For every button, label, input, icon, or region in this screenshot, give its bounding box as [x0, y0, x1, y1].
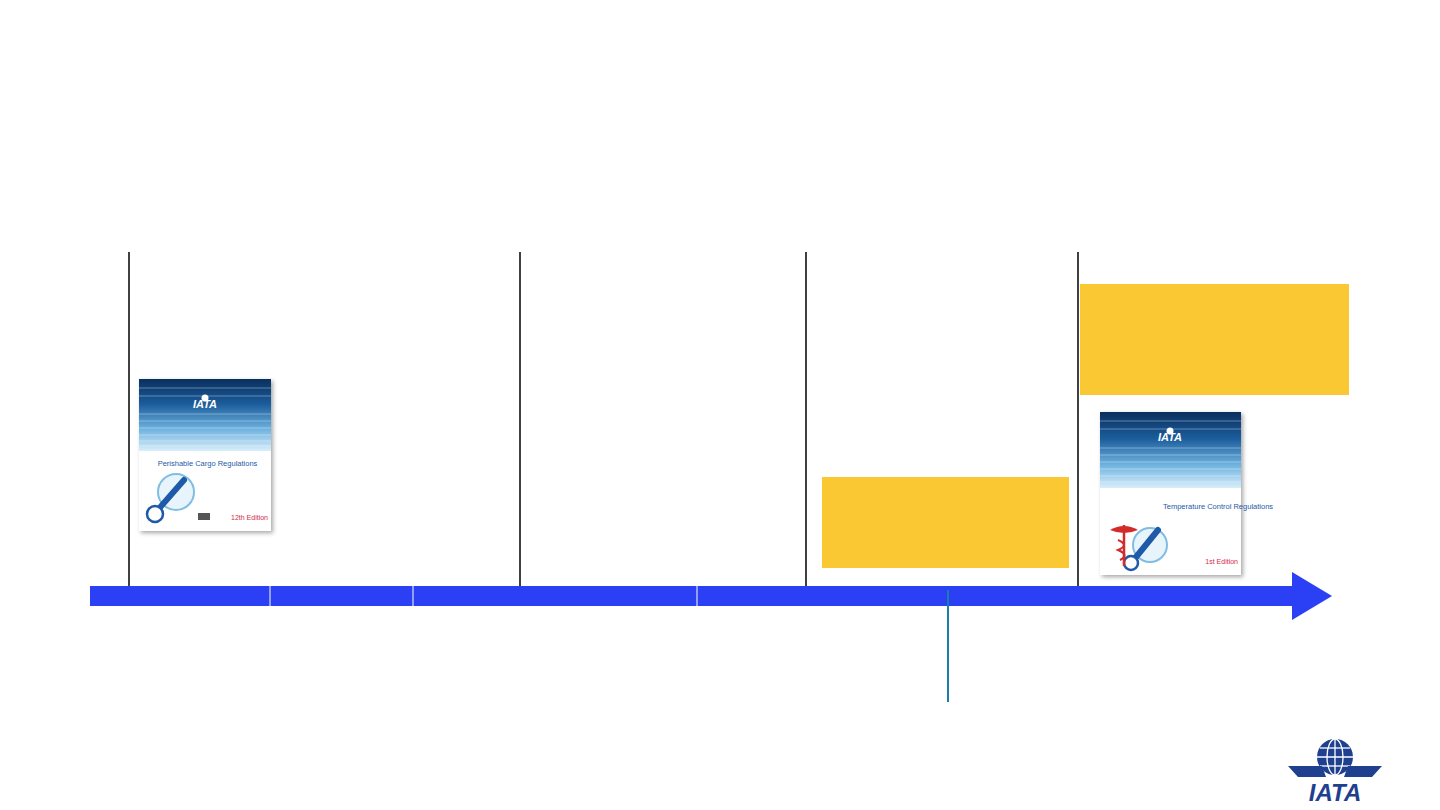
book-title: Temperature Control Regulations [1163, 503, 1273, 511]
cover-page [1100, 412, 1241, 575]
divider-line [1077, 252, 1079, 606]
divider-line [805, 252, 807, 606]
edition-label: 1st Edition [1180, 558, 1238, 566]
thermometer-bulb [147, 506, 163, 522]
marker-line [947, 590, 949, 702]
timeline-bar [90, 586, 1295, 606]
tick-mark [697, 586, 698, 606]
cover-stripes [1100, 412, 1241, 488]
cover-stripes [139, 379, 271, 451]
iata-logo [1288, 739, 1382, 777]
thermometer-bulb [1124, 556, 1138, 570]
stopwatch [1133, 528, 1167, 562]
timeline-arrowhead [1292, 572, 1332, 620]
caduceus [1110, 525, 1138, 566]
divider-line [128, 252, 130, 606]
stripe-lines [139, 388, 271, 446]
edition-label: 12th Edition [215, 514, 268, 522]
cover-logo-text: IATA [1125, 431, 1215, 443]
highlight-box [1080, 284, 1349, 395]
stripe-lines [1100, 421, 1241, 482]
cover-logo-text: IATA [160, 398, 250, 410]
logo-wing [1344, 766, 1382, 777]
book-title: Perishable Cargo Regulations [150, 460, 265, 468]
tick-mark [270, 586, 271, 606]
tick-mark [413, 586, 414, 606]
logo-wing [1288, 766, 1326, 777]
publisher-mark [198, 513, 210, 520]
book-cover [139, 379, 271, 531]
divider-line [519, 252, 521, 606]
book-cover [1100, 412, 1241, 575]
highlight-box [822, 477, 1069, 568]
cover-page [139, 379, 271, 531]
logo-text: IATA [1290, 780, 1380, 806]
